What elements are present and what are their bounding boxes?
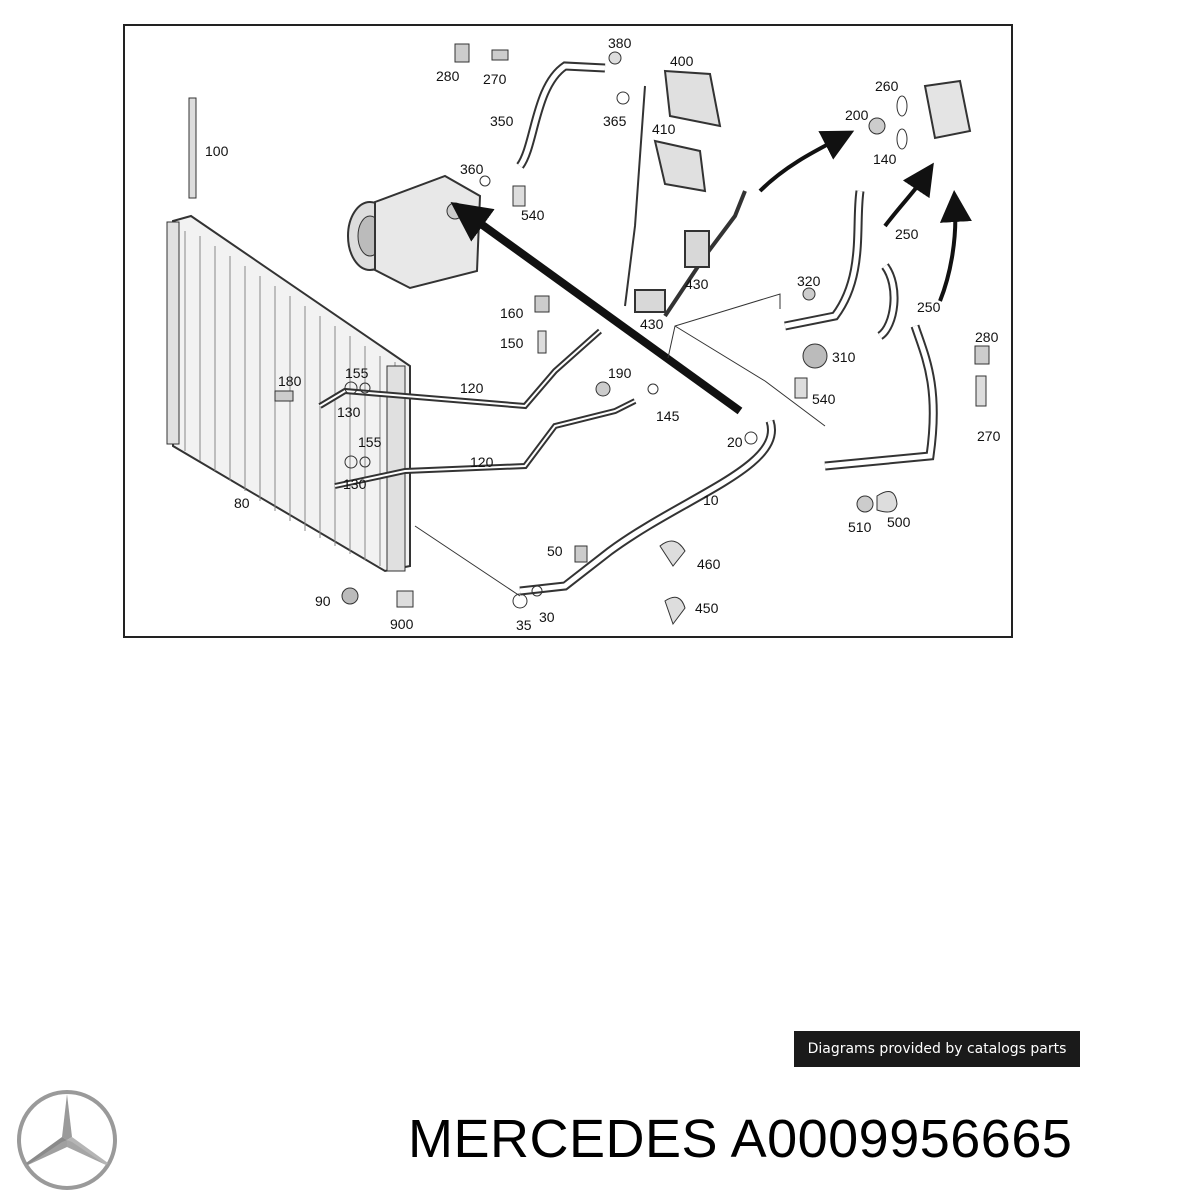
part-label-155: 155 xyxy=(345,365,369,381)
parts-diagram: 380 400 280 270 260 200 140 100 350 365 … xyxy=(123,24,1013,638)
part-label-500: 500 xyxy=(887,514,911,530)
part-title: MERCEDES A0009956665 xyxy=(408,1109,1073,1169)
part-label-140: 140 xyxy=(873,151,897,167)
part-label-270: 270 xyxy=(483,71,507,87)
bracket-400 xyxy=(663,69,722,128)
part-label-120: 120 xyxy=(470,454,494,470)
part-label-510: 510 xyxy=(848,519,872,535)
expansion-valve-illustration xyxy=(868,79,972,150)
part-label-145: 145 xyxy=(656,408,680,424)
part-label-30: 30 xyxy=(539,609,555,625)
part-label-450: 450 xyxy=(695,600,719,616)
part-label-200: 200 xyxy=(845,107,869,123)
compressor-illustration xyxy=(347,174,482,290)
rod-illustration xyxy=(188,97,197,199)
part-label-100: 100 xyxy=(205,143,229,159)
part-label-400: 400 xyxy=(670,53,694,69)
part-label-150: 150 xyxy=(500,335,524,351)
part-label-460: 460 xyxy=(697,556,721,572)
part-label-350: 350 xyxy=(490,113,514,129)
part-label-190: 190 xyxy=(608,365,632,381)
pipe-350 xyxy=(516,61,606,169)
part-label-250: 250 xyxy=(895,226,919,242)
part-label-130: 130 xyxy=(343,476,367,492)
part-label-540: 540 xyxy=(812,391,836,407)
part-label-35: 35 xyxy=(516,617,532,633)
part-label-130: 130 xyxy=(337,404,361,420)
part-label-180: 180 xyxy=(278,373,302,389)
part-label-80: 80 xyxy=(234,495,250,511)
part-label-540: 540 xyxy=(521,207,545,223)
part-label-900: 900 xyxy=(390,616,414,632)
part-label-410: 410 xyxy=(652,121,676,137)
part-label-365: 365 xyxy=(603,113,627,129)
credit-banner: Diagrams provided by catalogs parts xyxy=(794,1031,1080,1067)
clip-430b xyxy=(634,289,666,313)
part-label-20: 20 xyxy=(727,434,743,450)
part-label-90: 90 xyxy=(315,593,331,609)
part-label-320: 320 xyxy=(797,273,821,289)
part-label-430: 430 xyxy=(685,276,709,292)
part-label-120: 120 xyxy=(460,380,484,396)
part-label-430: 430 xyxy=(640,316,664,332)
part-label-160: 160 xyxy=(500,305,524,321)
part-label-250: 250 xyxy=(917,299,941,315)
mercedes-star-icon xyxy=(17,1090,117,1190)
part-label-280: 280 xyxy=(975,329,999,345)
part-label-260: 260 xyxy=(875,78,899,94)
diagram-drawing: 380 400 280 270 260 200 140 100 350 365 … xyxy=(166,35,1001,633)
part-label-360: 360 xyxy=(460,161,484,177)
part-label-280: 280 xyxy=(436,68,460,84)
part-label-50: 50 xyxy=(547,543,563,559)
bracket-410 xyxy=(653,139,707,193)
clip-430a xyxy=(684,230,710,268)
part-label-155: 155 xyxy=(358,434,382,450)
part-label-10: 10 xyxy=(703,492,719,508)
part-label-310: 310 xyxy=(832,349,856,365)
part-label-270: 270 xyxy=(977,428,1001,444)
part-label-380: 380 xyxy=(608,35,632,51)
hose-250 xyxy=(784,190,865,331)
